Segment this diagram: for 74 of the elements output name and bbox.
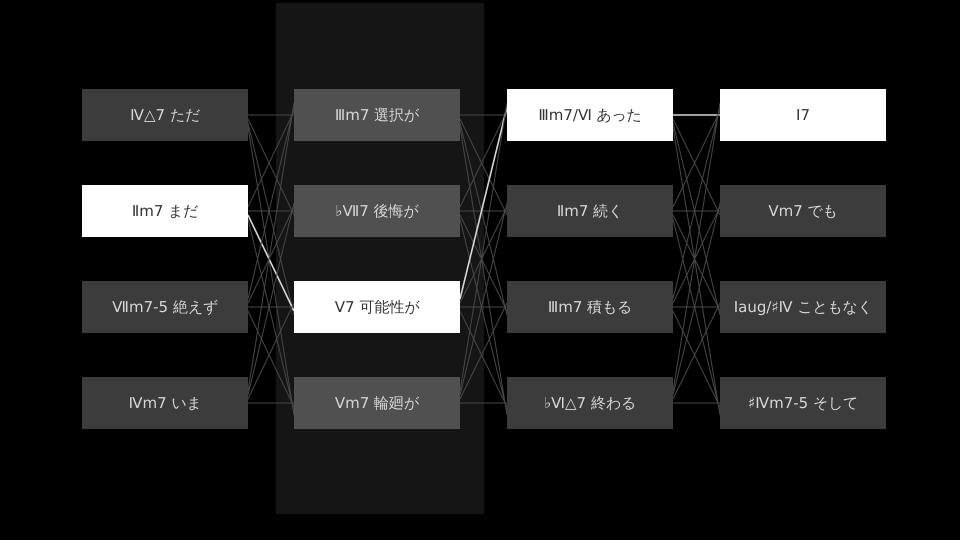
connector-line — [672, 110, 720, 208]
connector-line — [247, 214, 295, 312]
connector-line — [460, 114, 508, 116]
connector-line — [672, 106, 720, 300]
connector-line — [672, 218, 720, 412]
highlighted-chord-box — [720, 89, 886, 141]
chord-label: Ⅴm7 輪廻が — [334, 394, 420, 412]
connector-line — [248, 206, 294, 304]
chord-label: Ⅲm7 積もる — [548, 298, 632, 316]
connector-line — [248, 202, 294, 396]
connector-line — [672, 310, 720, 408]
connector-line — [460, 118, 508, 216]
connector-line — [248, 306, 294, 308]
chord-box — [507, 281, 673, 333]
chord-box — [507, 185, 673, 237]
connector-line — [248, 110, 294, 208]
chord-label: Ⅰ7 — [796, 106, 810, 124]
connector-line — [460, 302, 508, 400]
connector-line — [460, 202, 508, 396]
connector-line — [673, 114, 720, 116]
connector-line — [460, 210, 508, 212]
chord-box — [82, 89, 248, 141]
chord-label: Ⅳm7 いま — [128, 394, 202, 412]
chord-label: ♭Ⅶ7 後悔が — [335, 202, 419, 220]
connector-line — [672, 302, 720, 400]
connector-line — [460, 110, 508, 208]
highlighted-chord-box — [82, 185, 248, 237]
connector-line — [248, 310, 294, 408]
chord-label: Ⅱm7 続く — [556, 202, 624, 220]
chord-box — [82, 281, 248, 333]
chord-label: Ⅴm7 でも — [768, 202, 838, 220]
chord-box — [82, 377, 248, 429]
highlighted-chord-box — [294, 281, 460, 333]
connector-line — [672, 306, 720, 308]
chord-label: Ⅶm7-5 絶えず — [112, 298, 218, 316]
connector-line — [248, 122, 294, 316]
chord-box — [720, 185, 886, 237]
chord-label: Ⅳ△7 ただ — [130, 106, 200, 124]
connector-line — [672, 202, 720, 396]
chord-box — [294, 377, 460, 429]
chord-box — [507, 377, 673, 429]
connector-line — [672, 122, 720, 316]
connector-line — [459, 106, 508, 300]
connector-line — [248, 118, 294, 216]
connector-line — [672, 214, 720, 312]
chord-label: Ⅱm7 まだ — [132, 202, 198, 220]
chord-label: Ⅰaug/♯Ⅳ こともなく — [734, 298, 872, 316]
connector-line — [672, 402, 720, 404]
connector-line — [248, 106, 294, 300]
chord-box — [720, 281, 886, 333]
chord-label: Ⅲm7 選択が — [334, 106, 420, 124]
chord-label: Ⅴ7 可能性が — [334, 298, 420, 316]
connector-line — [460, 402, 508, 404]
connector-line — [248, 218, 294, 412]
chord-box — [720, 377, 886, 429]
connector-line — [672, 206, 720, 304]
chord-box — [294, 185, 460, 237]
highlighted-chord-box — [507, 89, 673, 141]
connector-line — [248, 402, 294, 404]
connector-line — [460, 218, 508, 412]
connector-line — [460, 310, 508, 408]
chord-label: ♭Ⅵ△7 終わる — [544, 394, 636, 412]
connector-line — [460, 306, 508, 308]
chord-label: ♯Ⅳm7-5 そして — [748, 394, 858, 412]
connector-line — [460, 214, 508, 312]
connector-line — [248, 302, 294, 400]
chord-label: Ⅲm7/Ⅵ あった — [538, 106, 642, 124]
connector-line — [460, 206, 508, 304]
connector-line — [248, 210, 294, 212]
connector-line — [672, 118, 720, 216]
connector-line — [460, 122, 508, 316]
connector-line — [248, 114, 294, 116]
chord-box — [294, 89, 460, 141]
connector-line — [672, 210, 720, 212]
